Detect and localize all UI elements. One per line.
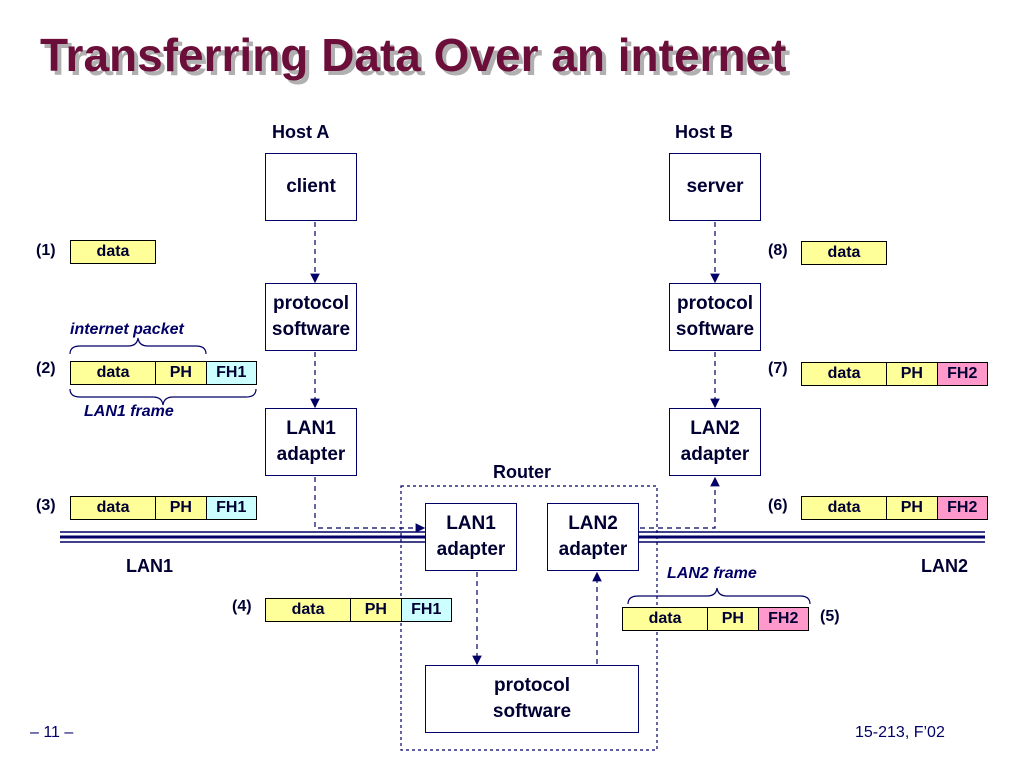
step-1-label: (1) xyxy=(36,242,56,259)
client-label: client xyxy=(286,176,336,197)
packet-step-8: data xyxy=(801,241,887,265)
packet-fh2-cell: FH2 xyxy=(937,363,987,385)
protocol-software-b-label: protocol software xyxy=(675,293,755,340)
lan1-adapter-a-label: LAN1 adapter xyxy=(276,418,346,465)
lan2-network-label: LAN2 xyxy=(921,556,969,576)
packet-data-cell: data xyxy=(71,362,157,384)
lan2-adapter-b-box: LAN2 adapter xyxy=(669,408,761,476)
router-protocol-software-label: protocol software xyxy=(492,675,572,722)
step-7-label: (7) xyxy=(768,360,788,377)
course-label: 15-213, F’02 xyxy=(855,724,945,741)
packet-step-5: data PH FH2 xyxy=(622,607,809,631)
client-box: client xyxy=(265,153,357,221)
slide-title: Transferring Data Over an internet xyxy=(40,29,787,81)
packet-step-2: data PH FH1 xyxy=(70,361,257,385)
router-protocol-software-box: protocol software xyxy=(425,665,639,733)
packet-fh2-cell: FH2 xyxy=(937,497,987,519)
host-b-label: Host B xyxy=(675,122,733,142)
packet-ph-cell: PH xyxy=(708,608,759,630)
packet-data-cell: data xyxy=(266,599,352,621)
router-lan1-adapter-label: LAN1 adapter xyxy=(436,513,506,560)
router-lan1-adapter-box: LAN1 adapter xyxy=(425,503,517,571)
protocol-software-b-box: protocol software xyxy=(669,283,761,351)
lan2-adapter-b-label: LAN2 adapter xyxy=(680,418,750,465)
router-label: Router xyxy=(493,462,551,482)
lan1-frame-label: LAN1 frame xyxy=(84,403,174,420)
step-4-label: (4) xyxy=(232,598,252,615)
packet-fh1-cell: FH1 xyxy=(206,362,256,384)
host-a-label: Host A xyxy=(272,122,330,142)
packet-step-7: data PH FH2 xyxy=(801,362,988,386)
router-lan2-adapter-label: LAN2 adapter xyxy=(558,513,628,560)
lan1-adapter-a-box: LAN1 adapter xyxy=(265,408,357,476)
packet-ph-cell: PH xyxy=(887,363,938,385)
step-8-label: (8) xyxy=(768,242,788,259)
packet-data-cell: data xyxy=(802,497,888,519)
lan2-frame-label: LAN2 frame xyxy=(667,565,757,582)
router-lan2-adapter-box: LAN2 adapter xyxy=(547,503,639,571)
step-6-label: (6) xyxy=(768,497,788,514)
server-box: server xyxy=(669,153,761,221)
packet-data-cell: data xyxy=(71,241,155,263)
packet-data-cell: data xyxy=(623,608,709,630)
packet-data-cell: data xyxy=(802,242,886,264)
packet-ph-cell: PH xyxy=(351,599,402,621)
packet-step-6: data PH FH2 xyxy=(801,496,988,520)
lan1-network-label: LAN1 xyxy=(126,556,174,576)
page-number: – 11 – xyxy=(30,724,74,741)
step-3-label: (3) xyxy=(36,497,56,514)
step-2-label: (2) xyxy=(36,360,56,377)
packet-ph-cell: PH xyxy=(156,362,207,384)
packet-step-4: data PH FH1 xyxy=(265,598,452,622)
packet-ph-cell: PH xyxy=(887,497,938,519)
internet-packet-label: internet packet xyxy=(70,321,184,338)
lan1-network-line xyxy=(60,531,425,543)
lan2-network-line xyxy=(639,531,985,543)
packet-step-1: data xyxy=(70,240,156,264)
packet-ph-cell: PH xyxy=(156,497,207,519)
server-label: server xyxy=(686,176,744,197)
packet-step-3: data PH FH1 xyxy=(70,496,257,520)
step-5-label: (5) xyxy=(820,608,840,625)
packet-fh2-cell: FH2 xyxy=(758,608,808,630)
protocol-software-a-box: protocol software xyxy=(265,283,357,351)
packet-data-cell: data xyxy=(71,497,157,519)
protocol-software-a-label: protocol software xyxy=(271,293,351,340)
packet-fh1-cell: FH1 xyxy=(206,497,256,519)
packet-fh1-cell: FH1 xyxy=(401,599,451,621)
packet-data-cell: data xyxy=(802,363,888,385)
